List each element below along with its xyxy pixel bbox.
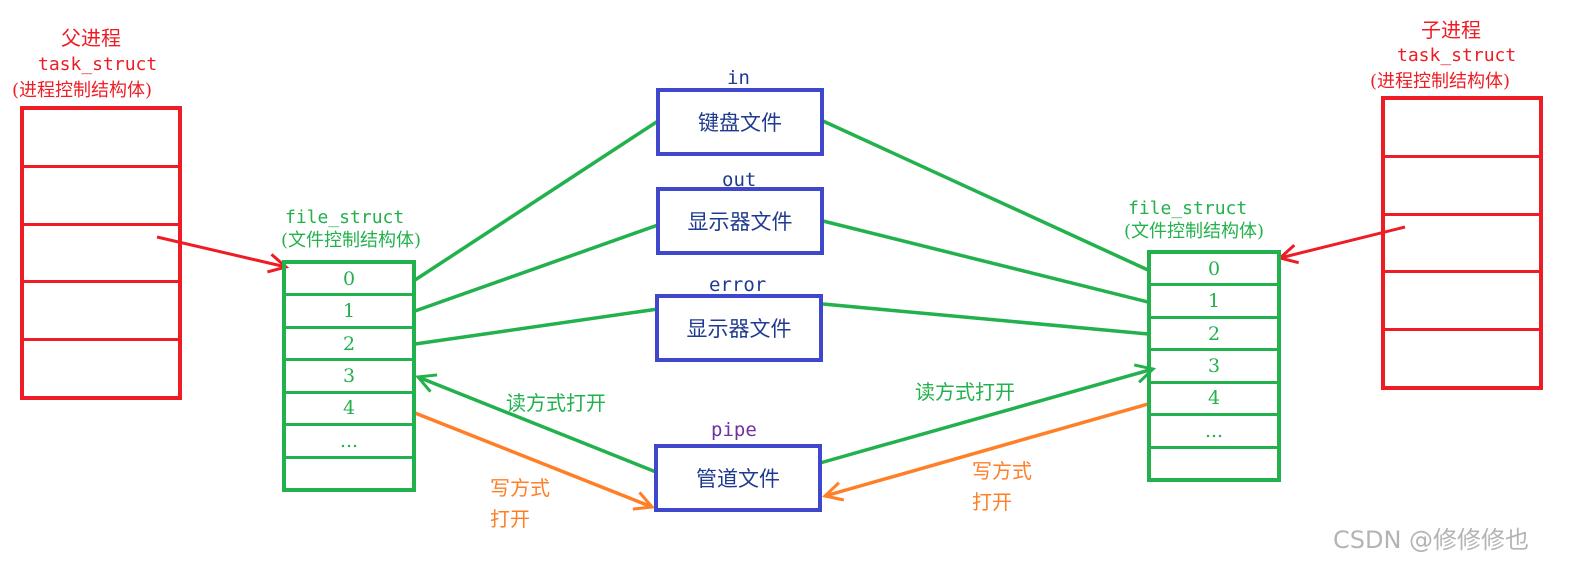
parent-task-struct-table [20,106,182,400]
child-fd-table: 0 1 2 3 4 ... [1147,250,1281,482]
child-fd2-line [822,302,1149,336]
fd-row: 1 [286,296,412,329]
stderr-display-file-box: 显示器文件 [655,294,823,362]
parent-write-label-1: 写方式 [490,476,550,500]
fd-row: 3 [286,361,412,394]
task-struct-row [24,110,178,168]
parent-fd0-line [414,119,659,282]
child-file-struct-name: file_struct [1128,198,1248,219]
child-process-title: 子进程 [1421,18,1481,42]
parent-fd1-line [414,223,659,313]
file-label-out: out [722,169,757,191]
parent-fd-table: 0 1 2 3 4 ... [282,260,416,492]
child-file-struct-desc: (文件控制结构体) [1124,221,1265,242]
fd-row: 4 [286,394,412,427]
child-write-label-1: 写方式 [972,459,1032,483]
child-read-arrow [819,369,1153,465]
csdn-watermark: CSDN @修修修也 [1333,526,1530,554]
fd-row: 0 [286,264,412,297]
parent-task-struct-name: task_struct [38,54,158,75]
task-struct-row [24,226,178,284]
file-label-in: in [727,67,750,89]
keyboard-file-box: 键盘文件 [656,88,824,156]
child-write-arrow [825,402,1149,496]
fd-row: 2 [286,329,412,362]
child-fd1-line [822,219,1149,304]
child-write-label-2: 打开 [972,490,1012,514]
parent-write-arrow [414,411,652,507]
fd-row: 3 [1151,351,1277,384]
child-fd0-line [822,119,1149,272]
parent-file-struct-desc: (文件控制结构体) [281,230,422,251]
parent-task-struct-desc: (进程控制结构体) [12,80,153,101]
fd-row: ... [1151,416,1277,449]
task-struct-row [1385,158,1539,216]
fd-row: 0 [1151,254,1277,287]
parent-write-label-2: 打开 [490,507,530,531]
fd-row [286,459,412,488]
pipe-file-box: 管道文件 [654,444,822,512]
task-struct-row [1385,331,1539,386]
task-struct-row [1385,216,1539,274]
fd-row [1151,449,1277,478]
task-struct-row [24,168,178,226]
parent-file-struct-name: file_struct [285,207,405,228]
child-read-label: 读方式打开 [915,380,1015,404]
parent-read-label: 读方式打开 [506,391,606,415]
file-label-pipe: pipe [711,419,757,441]
task-struct-row [1385,273,1539,332]
fd-row: 2 [1151,319,1277,352]
task-struct-row [24,341,178,396]
file-label-error: error [709,274,767,296]
task-struct-row [24,283,178,342]
child-task-struct-desc: (进程控制结构体) [1370,71,1511,92]
parent-fd2-line [414,307,659,346]
parent-process-title: 父进程 [61,26,121,50]
child-task-struct-table [1381,96,1543,390]
child-task-struct-name: task_struct [1397,45,1517,66]
fd-row: ... [286,426,412,459]
stdout-display-file-box: 显示器文件 [656,187,824,255]
fd-row: 1 [1151,286,1277,319]
parent-read-arrow [418,377,657,474]
task-struct-row [1385,100,1539,158]
fd-row: 4 [1151,384,1277,417]
